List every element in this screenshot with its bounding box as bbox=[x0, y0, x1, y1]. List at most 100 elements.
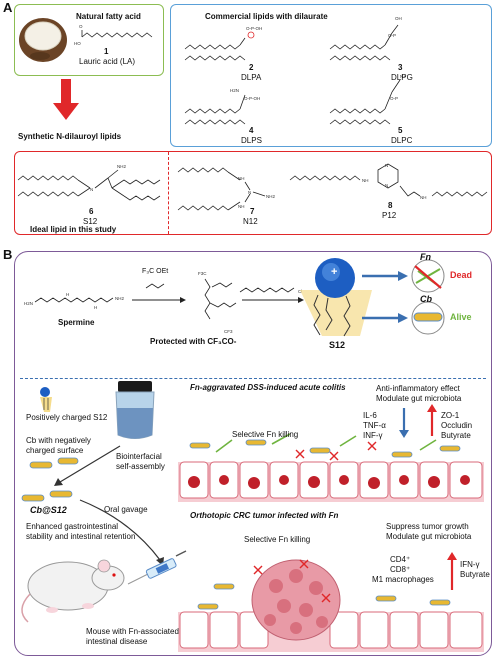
dlpc-structure: N+ O-P bbox=[329, 74, 406, 125]
dlpg-number: 3 bbox=[398, 63, 403, 72]
colitis-down-tnfa: TNF-α bbox=[363, 421, 386, 430]
svg-text:O: O bbox=[79, 24, 83, 29]
svg-text:N: N bbox=[90, 187, 93, 192]
colitis-up-zo1: ZO-1 bbox=[441, 411, 460, 420]
cb-bacterium bbox=[29, 461, 53, 469]
cb-label: Cb bbox=[420, 294, 432, 304]
colitis-up-butyrate: Butyrate bbox=[441, 431, 471, 440]
dlpc-number: 5 bbox=[398, 126, 403, 135]
n12-structure: NH NH N NH2 bbox=[177, 167, 275, 211]
panel-a-label: A bbox=[3, 0, 13, 15]
mouse-line1: Mouse with Fn-associated bbox=[86, 627, 179, 636]
svg-text:+: + bbox=[331, 266, 337, 278]
svg-text:OH: OH bbox=[395, 16, 402, 21]
s12-lipid-icon: + bbox=[300, 258, 372, 337]
synthetic-divider bbox=[168, 152, 169, 234]
synthetic-lipids-title: Synthetic N-dilauroyl lipids bbox=[18, 132, 122, 141]
dlpg-structure: OH O-P bbox=[329, 16, 402, 61]
dlps-number: 4 bbox=[249, 126, 254, 135]
crc-effect-line2: Modulate gut microbiota bbox=[386, 532, 472, 541]
svg-text:NH: NH bbox=[238, 204, 245, 209]
protected-intermediate: F3C CF3 bbox=[198, 271, 237, 334]
positively-charged-label: Positively charged S12 bbox=[26, 413, 108, 422]
dlpa-structure: O-P-OH bbox=[184, 26, 262, 61]
biointerfacial-line2: self-assembly bbox=[116, 462, 165, 471]
panel-b-label: B bbox=[3, 247, 13, 262]
spermine-structure: H2N H H NH2 bbox=[24, 292, 124, 310]
dlpa-number: 2 bbox=[249, 63, 254, 72]
svg-text:NH2: NH2 bbox=[117, 164, 126, 169]
s12-lipid-label: S12 bbox=[329, 340, 346, 350]
fn-dead-icon bbox=[411, 259, 445, 293]
protected-label: Protected with CF₃CO- bbox=[150, 337, 237, 346]
svg-text:N: N bbox=[248, 190, 251, 195]
commercial-lipids-box bbox=[170, 4, 492, 147]
enhanced-line1: Enhanced gastrointestinal bbox=[26, 522, 119, 531]
svg-text:O-P-OH: O-P-OH bbox=[244, 96, 260, 101]
svg-text:CF3: CF3 bbox=[224, 329, 233, 334]
colitis-selective-killing: Selective Fn killing bbox=[232, 430, 299, 439]
n12-name: N12 bbox=[243, 217, 258, 226]
cbs12-label: Cb@S12 bbox=[30, 505, 67, 515]
biointerfacial-line1: Biointerfacial bbox=[116, 452, 162, 461]
svg-text:F3C: F3C bbox=[198, 271, 207, 276]
panel-b-frame bbox=[14, 251, 492, 656]
svg-text:O-P: O-P bbox=[388, 33, 396, 38]
dlpc-name: DLPC bbox=[391, 136, 413, 145]
n12-number: 7 bbox=[250, 207, 255, 216]
svg-text:Cl: Cl bbox=[298, 289, 302, 294]
dlps-name: DLPS bbox=[241, 136, 262, 145]
cb-surface-line2: charged surface bbox=[26, 446, 84, 455]
crc-down-cd4: CD4⁺ bbox=[390, 555, 411, 564]
colitis-title: Fn-aggravated DSS-induced acute colitis bbox=[190, 383, 346, 392]
colitis-up-occludin: Occludin bbox=[441, 421, 473, 430]
dead-label: Dead bbox=[450, 270, 473, 280]
natural-fatty-acid-title: Natural fatty acid bbox=[76, 12, 141, 21]
colitis-effect-line1: Anti-inflammatory effect bbox=[376, 384, 460, 393]
crc-down-cd8: CD8⁺ bbox=[390, 565, 411, 574]
crc-title: Orthotopic CRC tumor infected with Fn bbox=[190, 511, 339, 520]
svg-text:O-P: O-P bbox=[390, 96, 398, 101]
crc-intestine bbox=[178, 559, 484, 652]
svg-text:HO: HO bbox=[74, 41, 81, 46]
crc-selective-killing: Selective Fn killing bbox=[244, 535, 311, 544]
reagent-label: F₃C OEt bbox=[142, 268, 169, 275]
svg-text:N: N bbox=[385, 183, 388, 188]
synthesis-arrow bbox=[53, 79, 79, 120]
fn-label: Fn bbox=[420, 252, 431, 262]
colitis-down-il6: IL-6 bbox=[363, 411, 377, 420]
p12-name: P12 bbox=[382, 211, 397, 220]
svg-text:NH: NH bbox=[420, 195, 427, 200]
alive-label: Alive bbox=[450, 312, 472, 322]
svg-text:H: H bbox=[94, 305, 97, 310]
svg-text:H: H bbox=[66, 292, 69, 297]
panel-b-divider bbox=[20, 378, 486, 379]
ideal-lipid-caption: Ideal lipid in this study bbox=[30, 225, 117, 234]
s12-structure: N NH2 bbox=[17, 164, 161, 201]
s12-number: 6 bbox=[89, 207, 94, 216]
lauric-acid-name: Lauric acid (LA) bbox=[79, 57, 136, 66]
crc-effect-line1: Suppress tumor growth bbox=[386, 522, 469, 531]
svg-text:NH: NH bbox=[238, 176, 245, 181]
svg-text:O-P-OH: O-P-OH bbox=[246, 26, 262, 31]
mouse-image bbox=[21, 559, 125, 623]
svg-text:H2N: H2N bbox=[230, 88, 239, 93]
colitis-down-infg: INF-γ bbox=[363, 431, 383, 440]
crc-up-ifng: IFN-γ bbox=[460, 560, 480, 569]
colitis-effect-line2: Modulate gut microbiota bbox=[376, 394, 462, 403]
syringe-image bbox=[127, 550, 187, 585]
svg-text:NH: NH bbox=[362, 178, 369, 183]
spermine-label: Spermine bbox=[58, 318, 95, 327]
s12-small-icon bbox=[40, 387, 52, 412]
coconut-image bbox=[19, 18, 67, 62]
mouse-line2: intestinal disease bbox=[86, 637, 148, 646]
enhanced-line2: stability and intestinal retention bbox=[26, 532, 136, 541]
synthetic-lipids-box bbox=[14, 151, 492, 235]
cb-alive-icon bbox=[411, 301, 445, 335]
svg-text:NH2: NH2 bbox=[266, 194, 275, 199]
vial-image bbox=[115, 381, 155, 439]
colitis-intestine bbox=[178, 433, 484, 502]
crc-down-m1: M1 macrophages bbox=[372, 575, 434, 584]
commercial-lipids-title: Commercial lipids with dilaurate bbox=[205, 12, 328, 21]
